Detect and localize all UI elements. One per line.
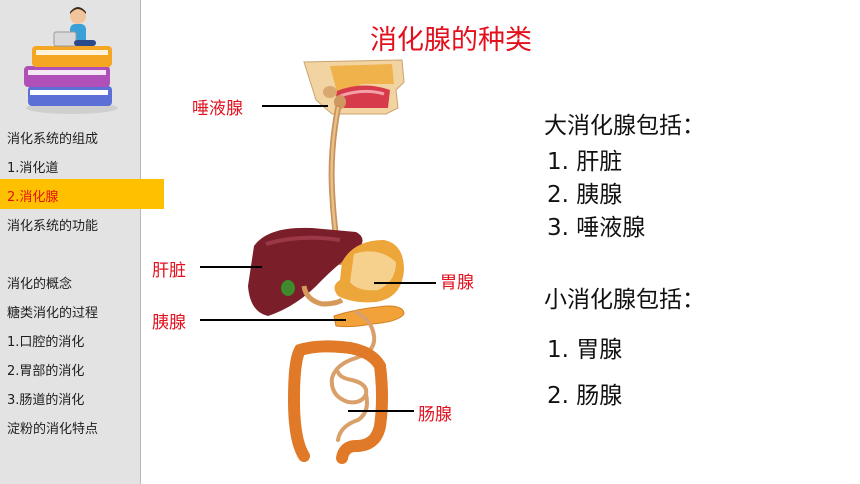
- sidebar-nav: 消化系统的组成 1.消化道 2.消化腺 消化系统的功能 消化的概念 糖类消化的过…: [0, 0, 164, 484]
- nav-item-oral-digestion[interactable]: 1.口腔的消化: [7, 335, 85, 350]
- digestive-system-diagram: [200, 59, 436, 464]
- nav-item-digestive-tract[interactable]: 1.消化道: [7, 161, 59, 176]
- large-gland-item: 3. 唾液腺: [547, 215, 646, 241]
- nav-item-system-composition[interactable]: 消化系统的组成: [7, 132, 99, 147]
- reading-kid-books-logo: [24, 7, 118, 114]
- nav-item-system-function[interactable]: 消化系统的功能: [7, 219, 99, 234]
- page-title: 消化腺的种类: [370, 25, 532, 56]
- small-glands-heading: 小消化腺包括：: [544, 287, 705, 313]
- pancreas-label: 胰腺: [152, 313, 186, 333]
- active-nav-highlight: [0, 179, 164, 209]
- large-gland-item: 2. 胰腺: [547, 182, 623, 208]
- large-gland-item: 1. 肝脏: [547, 149, 623, 175]
- gastric-gland-label: 胃腺: [440, 273, 474, 293]
- nav-item-intestine-digestion[interactable]: 3.肠道的消化: [7, 393, 85, 408]
- salivary-gland-label: 唾液腺: [192, 99, 243, 119]
- intestinal-gland-label: 肠腺: [418, 405, 452, 425]
- small-gland-item: 2. 肠腺: [547, 383, 623, 409]
- nav-item-stomach-digestion[interactable]: 2.胃部的消化: [7, 364, 85, 379]
- small-gland-item: 1. 胃腺: [547, 337, 623, 363]
- nav-item-digestive-glands[interactable]: 2.消化腺: [7, 190, 59, 205]
- nav-item-digestion-concept[interactable]: 消化的概念: [7, 277, 73, 292]
- nav-item-starch-features[interactable]: 淀粉的消化特点: [7, 422, 99, 437]
- large-glands-heading: 大消化腺包括：: [544, 113, 705, 139]
- nav-item-carb-digestion[interactable]: 糖类消化的过程: [7, 306, 99, 321]
- liver-label: 肝脏: [152, 261, 186, 281]
